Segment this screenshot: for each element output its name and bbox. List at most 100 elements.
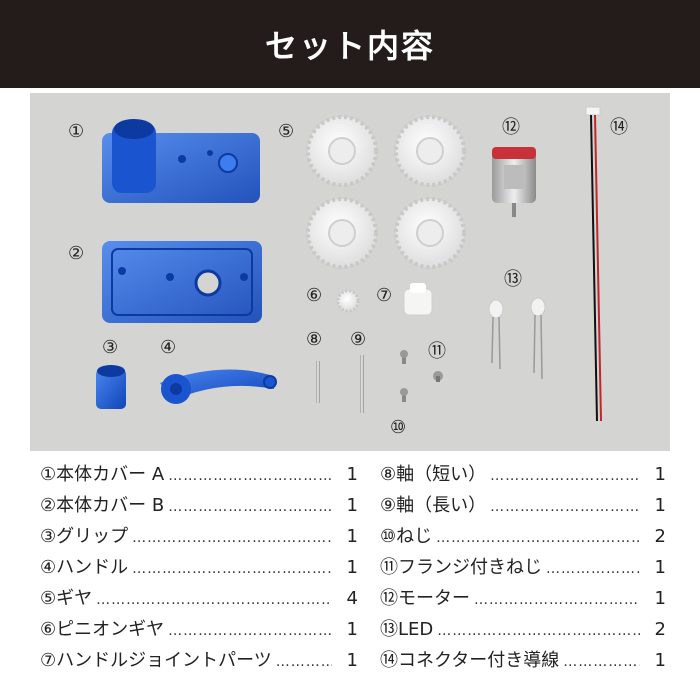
leader-dots: …………………………………………………… [490, 499, 640, 515]
label-6: ⑥ [306, 285, 322, 306]
leader-dots: …………………………………………………… [168, 499, 332, 515]
list-item: ① 本体カバー A …………………………………………………… 1 [40, 460, 358, 491]
list-item: ⑨ 軸（長い） …………………………………………………… 1 [380, 491, 666, 522]
gear-set-part [306, 115, 466, 269]
list-item: ③ グリップ …………………………………………………… 1 [40, 522, 358, 553]
item-number: ⑥ [40, 619, 57, 640]
leader-dots: …………………………………………………… [96, 592, 332, 608]
leader-dots: …………………………………………………… [490, 468, 640, 484]
label-10: ⑩ [390, 417, 406, 438]
item-quantity: 2 [654, 619, 666, 640]
short-shaft-part [316, 361, 320, 403]
item-number: ⑧ [380, 464, 397, 485]
flange-screw-part [433, 371, 443, 382]
item-number: ⑤ [40, 588, 57, 609]
item-name: ねじ [396, 526, 433, 547]
handle-part [160, 369, 277, 404]
label-7: ⑦ [376, 285, 392, 306]
item-quantity: 1 [346, 650, 358, 671]
label-9: ⑨ [350, 329, 366, 350]
item-number: ④ [40, 557, 57, 578]
header-bar: セット内容 [0, 0, 700, 88]
item-number: ⑭ [380, 650, 398, 671]
gear-bottom-left [306, 197, 378, 269]
gear-top-right [394, 115, 466, 187]
label-4: ④ [160, 337, 176, 358]
screw-part [400, 350, 408, 402]
parts-list: ① 本体カバー A …………………………………………………… 1 ② 本体カバー… [40, 460, 666, 695]
item-name: ハンドルジョイントパーツ [56, 650, 272, 671]
led-part [488, 297, 546, 380]
list-item: ⑩ ねじ …………………………………………………… 2 [380, 522, 666, 553]
list-item: ⑦ ハンドルジョイントパーツ …………………………………………………… 1 [40, 646, 358, 677]
parts-list-left: ① 本体カバー A …………………………………………………… 1 ② 本体カバー… [40, 460, 358, 677]
leader-dots: …………………………………………………… [168, 623, 332, 639]
list-item: ⑪ フランジ付きねじ …………………………………………………… 1 [380, 553, 666, 584]
parts-photo: ① ② ③ ④ ⑤ ⑥ ⑦ ⑧ ⑨ ⑩ ⑪ ⑫ ⑬ ⑭ [30, 93, 670, 451]
list-item: ⑫ モーター …………………………………………………… 1 [380, 584, 666, 615]
pinion-gear-part [336, 289, 360, 313]
list-item: ⑧ 軸（短い） …………………………………………………… 1 [380, 460, 666, 491]
leader-dots: …………………………………………………… [563, 654, 640, 670]
item-number: ⑨ [380, 495, 397, 516]
item-quantity: 1 [346, 526, 358, 547]
item-name: ギヤ [56, 588, 93, 609]
item-name: 軸（長い） [396, 495, 487, 516]
label-1: ① [68, 121, 84, 142]
leader-dots: …………………………………………………… [168, 468, 332, 484]
item-number: ② [40, 495, 57, 516]
leader-dots: …………………………………………………… [275, 654, 332, 670]
item-quantity: 1 [654, 464, 666, 485]
item-number: ⑬ [380, 619, 398, 640]
joint-part [403, 283, 433, 316]
item-quantity: 1 [346, 495, 358, 516]
item-quantity: 1 [654, 650, 666, 671]
item-name: LED [398, 619, 434, 640]
parts-illustration: ① ② ③ ④ ⑤ ⑥ ⑦ ⑧ ⑨ ⑩ ⑪ ⑫ ⑬ ⑭ [68, 106, 628, 438]
label-13: ⑬ [504, 269, 522, 290]
list-item: ⑤ ギヤ …………………………………………………… 4 [40, 584, 358, 615]
label-14: ⑭ [610, 117, 628, 138]
list-item: ④ ハンドル …………………………………………………… 1 [40, 553, 358, 584]
item-name: コネクター付き導線 [398, 650, 560, 671]
label-5: ⑤ [278, 121, 294, 142]
item-quantity: 2 [654, 526, 666, 547]
label-3: ③ [102, 337, 118, 358]
page-title: セット内容 [264, 27, 435, 65]
item-name: 本体カバー A [56, 464, 165, 485]
item-name: フランジ付きねじ [398, 557, 542, 578]
leader-dots: …………………………………………………… [132, 561, 332, 577]
label-2: ② [68, 243, 84, 264]
leader-dots: …………………………………………………… [546, 561, 640, 577]
parts-list-right: ⑧ 軸（短い） …………………………………………………… 1 ⑨ 軸（長い） …… [380, 460, 666, 677]
list-item: ⑭ コネクター付き導線 …………………………………………………… 1 [380, 646, 666, 677]
leader-dots: …………………………………………………… [437, 623, 640, 639]
label-8: ⑧ [306, 329, 322, 350]
label-12: ⑫ [502, 117, 520, 138]
item-name: ピニオンギヤ [56, 619, 165, 640]
item-name: グリップ [56, 526, 129, 547]
list-item: ② 本体カバー B …………………………………………………… 1 [40, 491, 358, 522]
leader-dots: …………………………………………………… [436, 530, 640, 546]
leader-dots: …………………………………………………… [474, 592, 640, 608]
item-name: 軸（短い） [396, 464, 487, 485]
label-11: ⑪ [428, 341, 446, 362]
item-quantity: 4 [346, 588, 358, 609]
item-name: ハンドル [56, 557, 129, 578]
item-number: ⑩ [380, 526, 397, 547]
grip-part [96, 365, 126, 409]
item-number: ① [40, 464, 57, 485]
item-name: 本体カバー B [56, 495, 165, 516]
item-number: ⑪ [380, 557, 398, 578]
lead-wire-part [585, 106, 602, 422]
item-number: ③ [40, 526, 57, 547]
list-item: ⑬ LED …………………………………………………… 2 [380, 615, 666, 646]
item-quantity: 1 [654, 588, 666, 609]
gear-bottom-right [394, 197, 466, 269]
item-number: ⑦ [40, 650, 57, 671]
item-number: ⑫ [380, 588, 398, 609]
item-quantity: 1 [654, 495, 666, 516]
gear-top-left [306, 115, 378, 187]
item-quantity: 1 [346, 619, 358, 640]
long-shaft-part [360, 355, 364, 413]
